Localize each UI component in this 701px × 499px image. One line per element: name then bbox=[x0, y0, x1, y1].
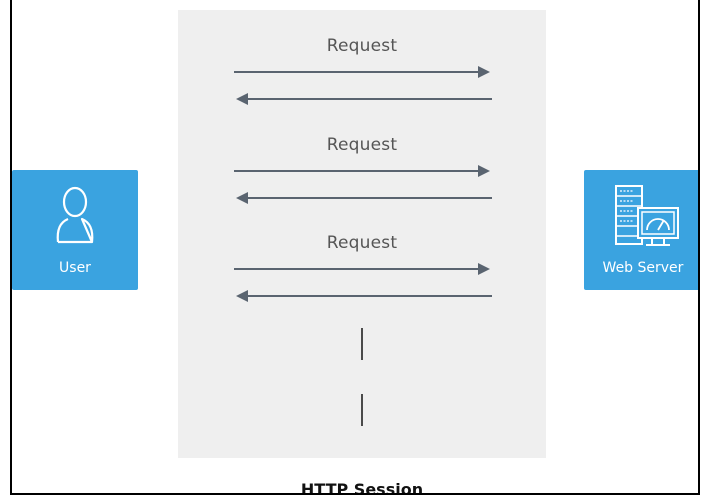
request-arrow-2 bbox=[234, 165, 490, 177]
web-server-icon bbox=[614, 184, 680, 248]
web-server-node: Web Server bbox=[584, 170, 698, 290]
http-session-panel: Request Request Request bbox=[178, 10, 546, 458]
request-label-3: Request bbox=[326, 233, 398, 253]
web-server-label: Web Server bbox=[602, 260, 684, 276]
diagram-caption: HTTP Session bbox=[300, 480, 424, 495]
response-arrow-3 bbox=[236, 290, 492, 302]
user-label: User bbox=[59, 260, 91, 276]
request-arrow-3 bbox=[234, 263, 490, 275]
request-arrow-1 bbox=[234, 66, 490, 78]
request-label-1: Request bbox=[326, 36, 398, 56]
user-icon bbox=[50, 184, 100, 246]
response-arrow-2 bbox=[236, 192, 492, 204]
continuation-dash-1 bbox=[361, 328, 363, 360]
user-node: User bbox=[12, 170, 138, 290]
diagram-frame: User Request Request Request bbox=[10, 0, 700, 495]
request-label-2: Request bbox=[326, 135, 398, 155]
response-arrow-1 bbox=[236, 93, 492, 105]
continuation-dash-2 bbox=[361, 394, 363, 426]
